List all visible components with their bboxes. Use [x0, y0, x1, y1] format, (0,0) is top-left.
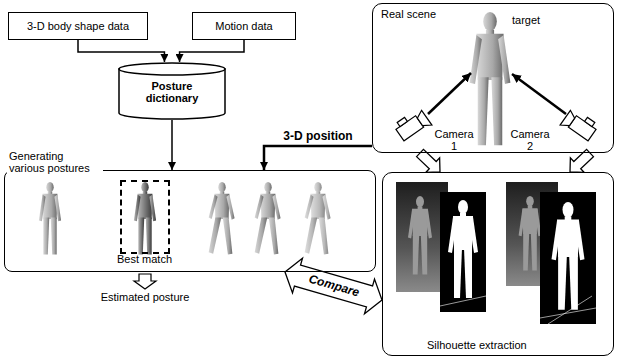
- posture-figure: [209, 182, 235, 255]
- posture-figure: [39, 182, 61, 255]
- node-text: Silhouette extraction: [427, 339, 527, 351]
- photo-figure: [408, 196, 432, 274]
- silhouette-image: [540, 192, 596, 324]
- posture-figure: [255, 182, 281, 255]
- block-arrow: [285, 258, 382, 313]
- flow-arrow: [264, 146, 372, 170]
- target-figure: [470, 12, 511, 145]
- edge-label: 3-D position: [281, 130, 354, 143]
- node-text: 3-D body shape data: [27, 20, 129, 32]
- flow-arrow: [171, 120, 173, 170]
- floor-line: [540, 308, 596, 318]
- cylinder-body: [119, 69, 225, 119]
- silhouette-panel: Silhouette extraction: [382, 172, 614, 356]
- best-match-frame: Best match: [120, 180, 170, 254]
- generation-panel: Generating various posturesBest match: [4, 170, 376, 272]
- input-box: Motion data: [192, 12, 296, 40]
- camera-icon: [393, 107, 432, 143]
- node-text: Motion data: [215, 20, 272, 32]
- posture-figure: [134, 182, 156, 255]
- input-box: 3-D body shape data: [8, 12, 148, 40]
- node-text: Best match: [117, 253, 172, 265]
- flow-arrow: [180, 40, 244, 62]
- scene-region: Real scene: [372, 3, 614, 153]
- view-arrow: [512, 74, 566, 114]
- flow-arrow: [78, 40, 164, 62]
- silhouette-image: [440, 192, 486, 312]
- floor-line: [548, 296, 592, 324]
- cylinder-top: [119, 63, 225, 75]
- node-text: Posture dictionary: [118, 80, 226, 104]
- edge-label: Compare: [305, 272, 362, 300]
- posture-figure: [305, 182, 331, 255]
- camera-label: Camera 2: [508, 128, 552, 152]
- output-label: Estimated posture: [95, 291, 195, 303]
- node-text: Real scene: [381, 8, 436, 20]
- view-arrow: [428, 73, 471, 114]
- output-arrow: [134, 274, 156, 289]
- silhouette-figure: [448, 200, 478, 298]
- floor-line: [440, 296, 486, 306]
- database-cylinder: Posture dictionary: [118, 62, 226, 120]
- camera-label: Camera 1: [432, 128, 476, 152]
- node-text: Generating various postures: [7, 150, 103, 174]
- silhouette-figure: [552, 202, 585, 310]
- target-label: target: [512, 14, 540, 26]
- photo-figure: [519, 196, 542, 270]
